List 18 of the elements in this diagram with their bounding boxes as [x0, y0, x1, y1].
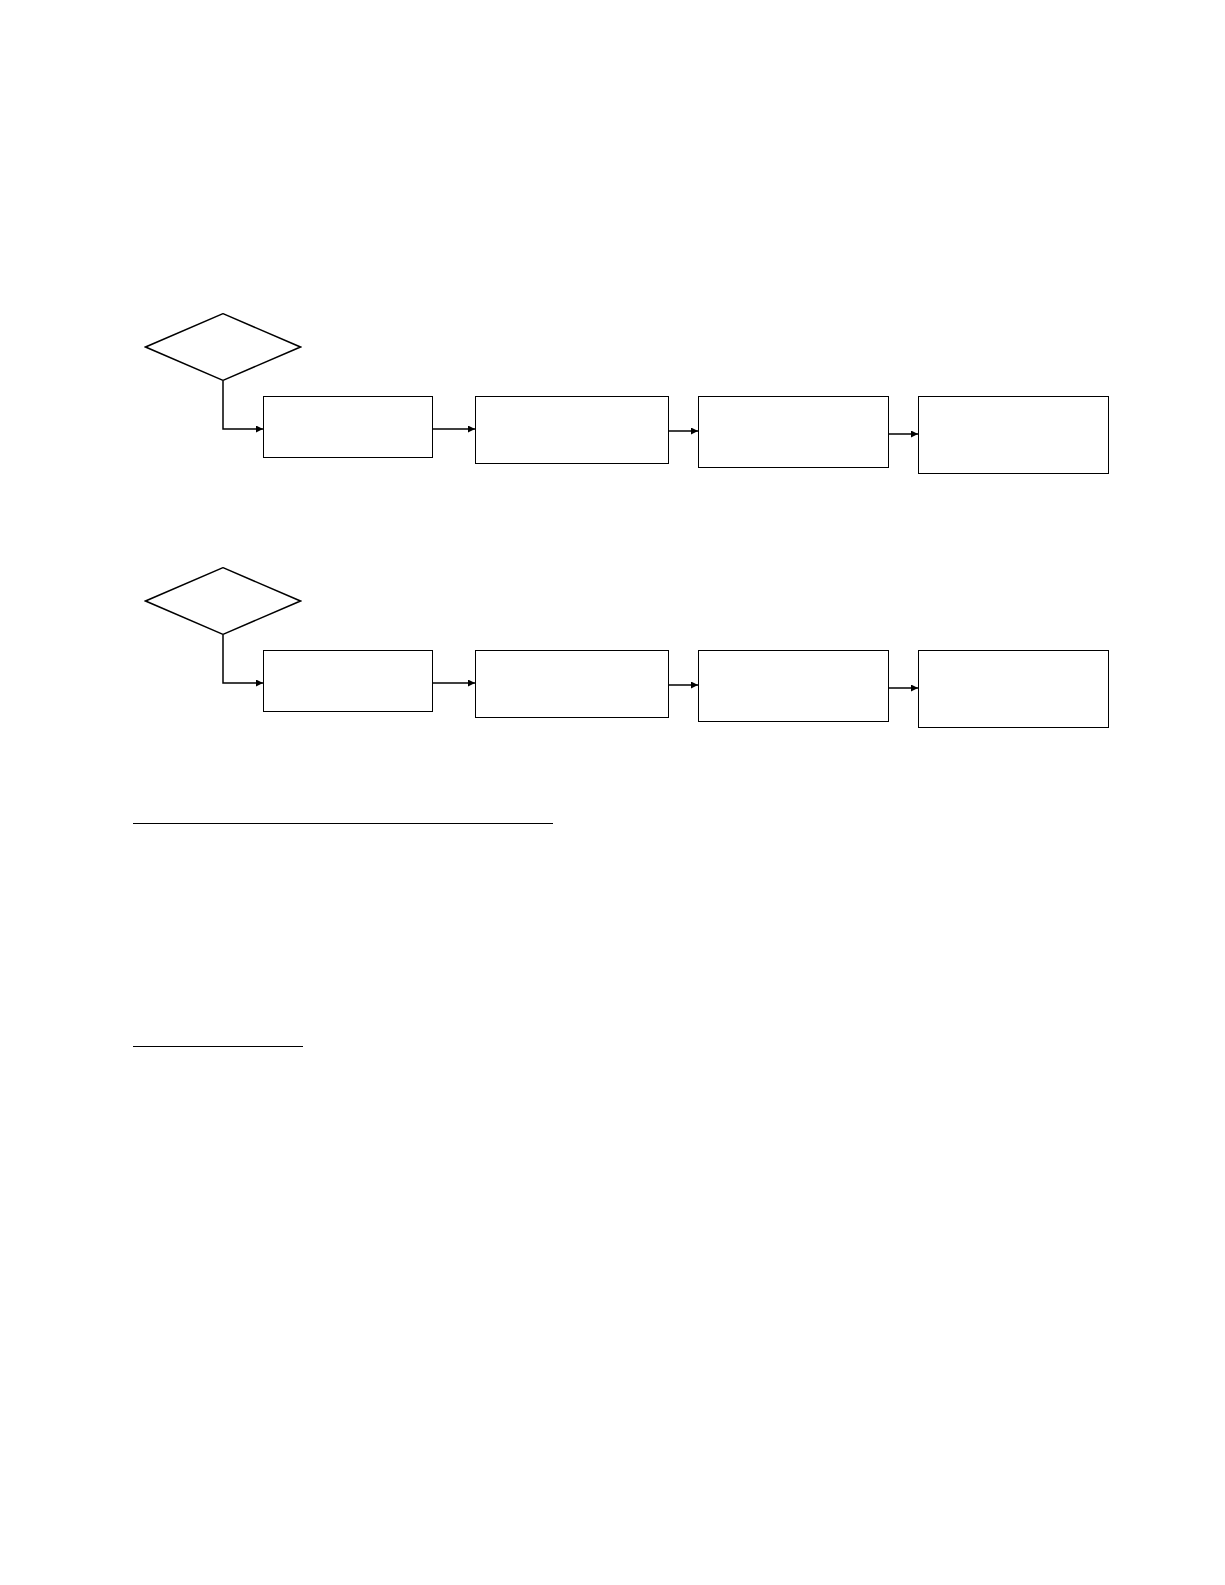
process-box: [698, 396, 889, 468]
decision-diamond: [144, 567, 302, 635]
arrow: [668, 427, 699, 435]
arrow: [888, 684, 919, 692]
arrow: [888, 430, 919, 438]
arrow: [222, 634, 264, 687]
process-box: [918, 650, 1109, 728]
arrow: [668, 681, 699, 689]
process-box: [475, 396, 669, 464]
process-box: [698, 650, 889, 722]
process-box: [918, 396, 1109, 474]
process-box: [263, 650, 433, 712]
arrow: [432, 425, 476, 433]
decision-diamond: [144, 313, 302, 381]
arrow: [222, 380, 264, 433]
process-box: [475, 650, 669, 718]
process-box: [263, 396, 433, 458]
arrow: [432, 679, 476, 687]
